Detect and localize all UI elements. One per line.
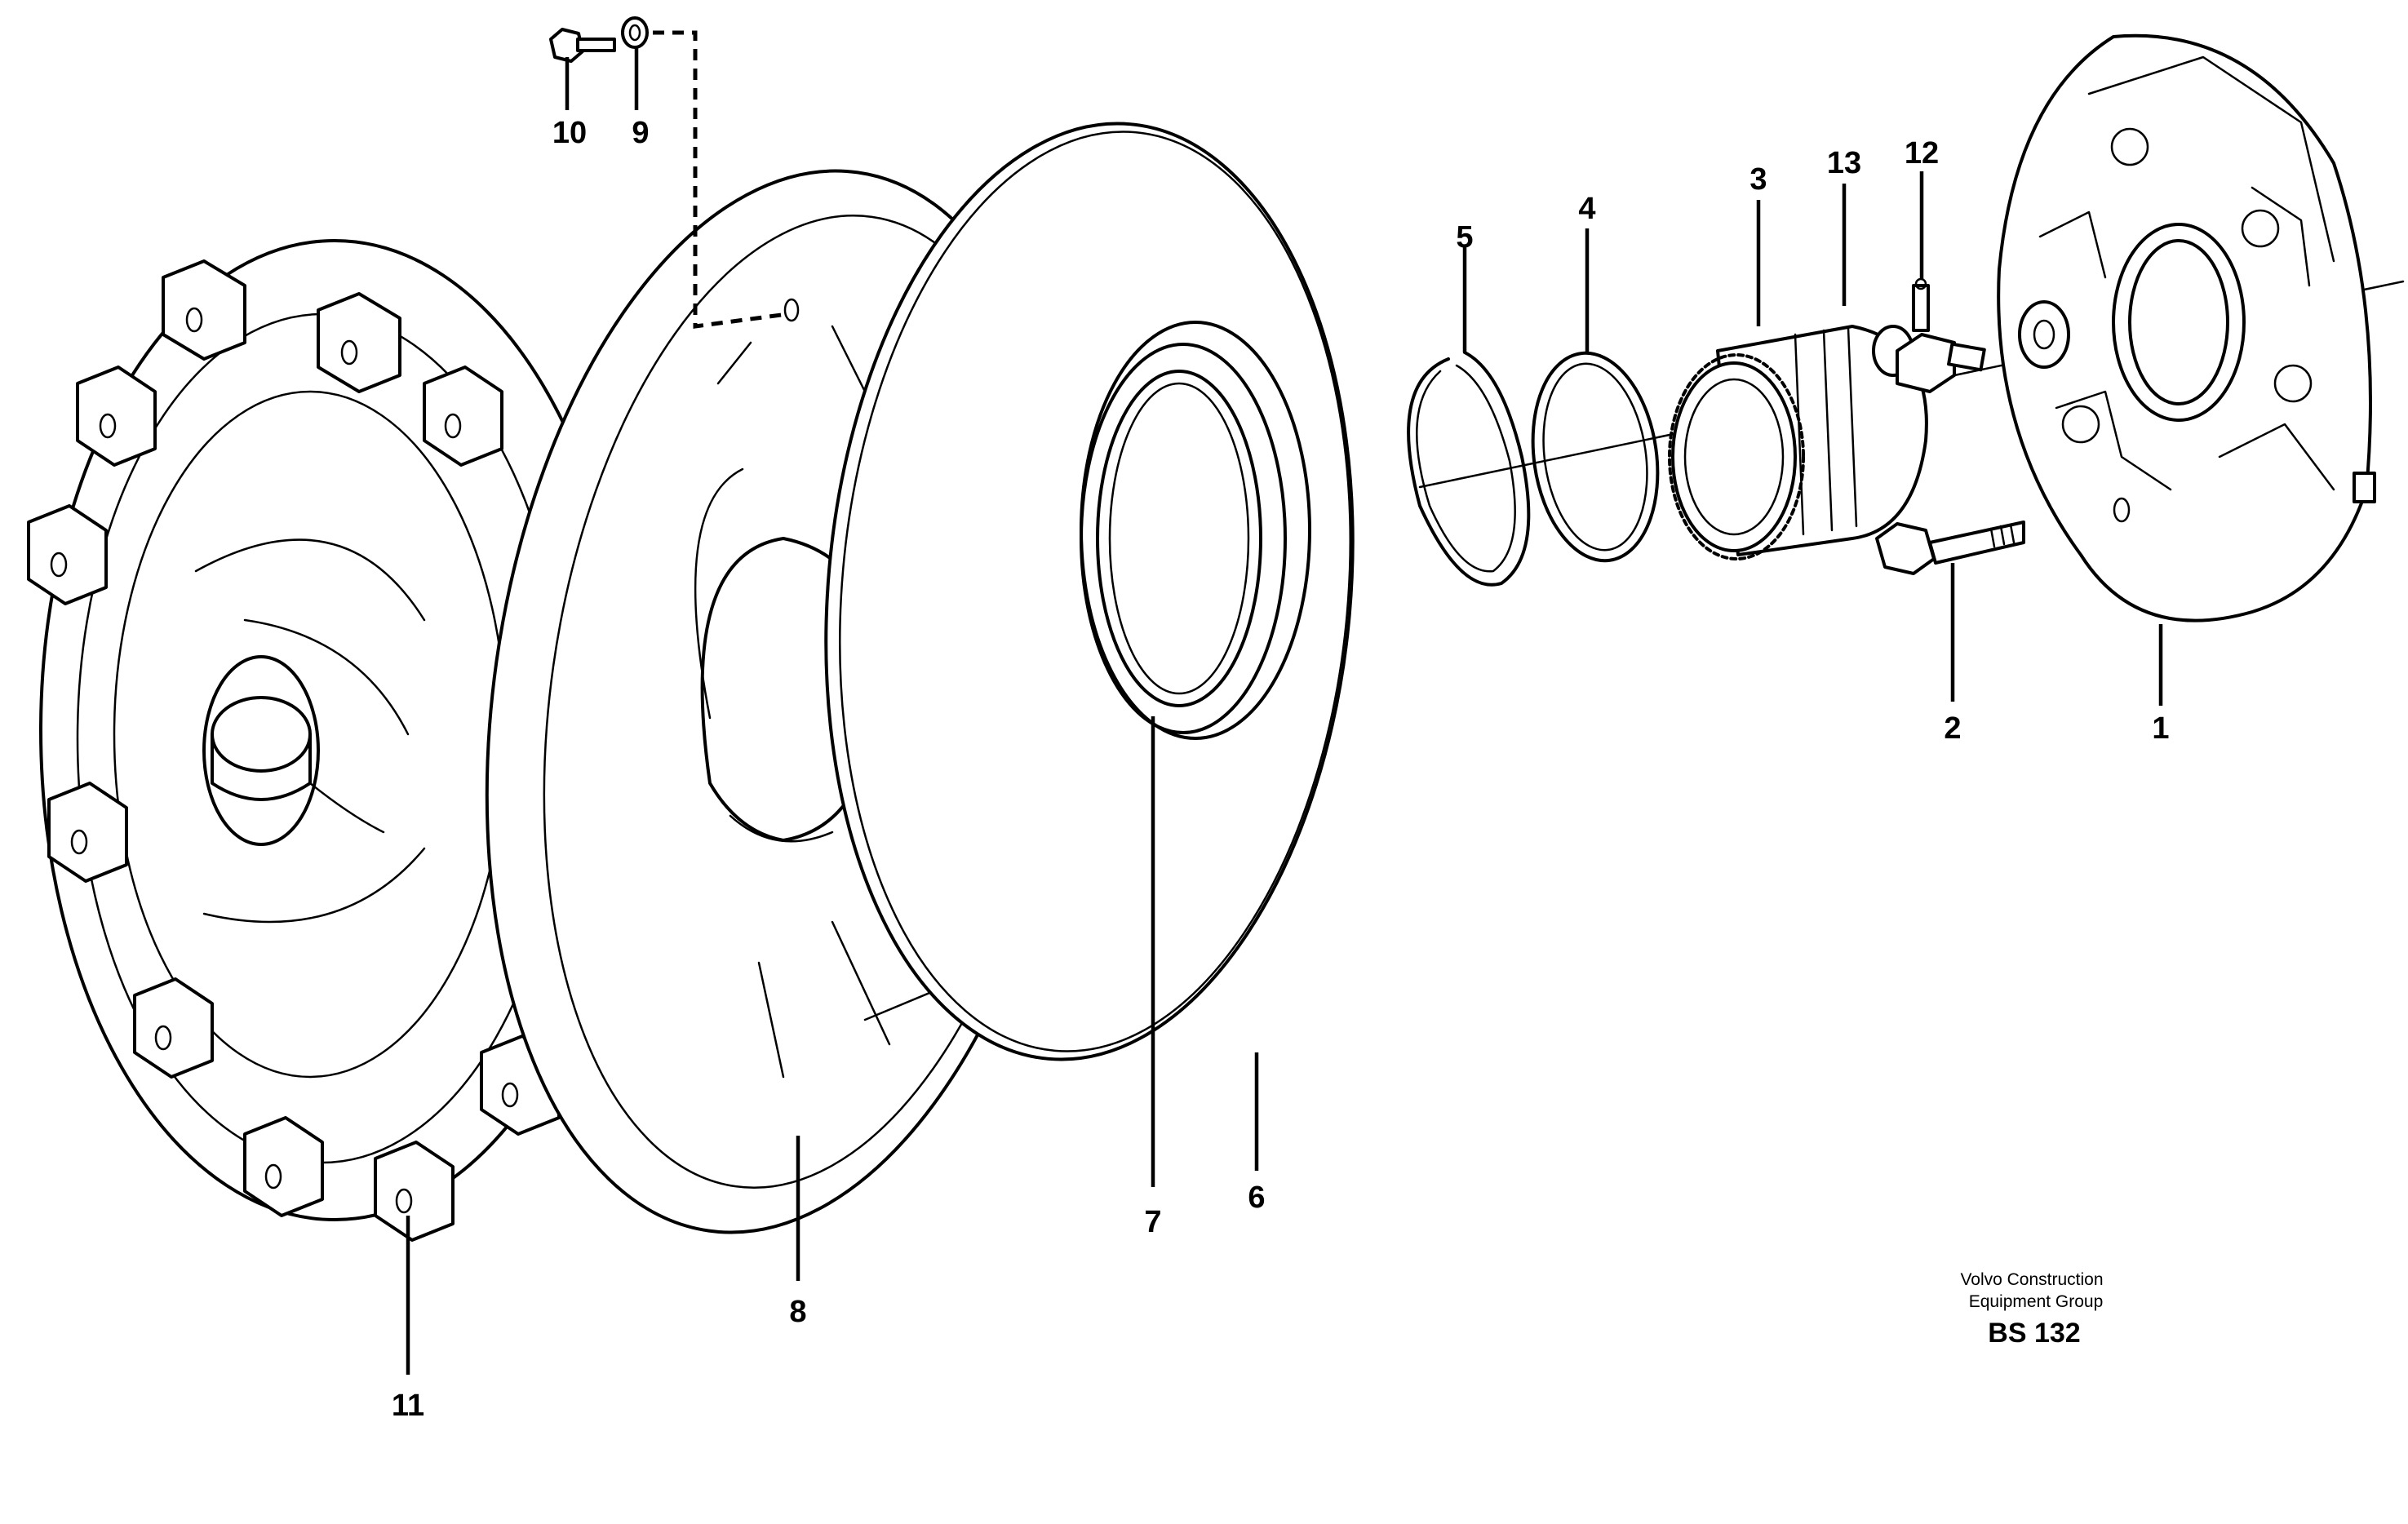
callout-3: 3 [1749,162,1767,197]
gear-sleeve [1668,325,1928,560]
callout-4: 4 [1578,192,1595,226]
callout-labels: 1 2 3 4 5 6 7 8 9 10 11 12 13 [392,116,2170,1423]
screw-and-washer [549,16,649,63]
assembly-dashline [653,30,788,329]
bolt-2 [1875,521,2025,575]
o-ring [1531,351,1660,563]
callout-10: 10 [552,116,587,150]
pump-cover [1997,33,2376,622]
credit-line-1: Volvo Construction [1960,1270,2103,1289]
figure-code: BS 132 [1988,1318,2080,1349]
callout-1: 1 [2152,711,2169,746]
leader-lines [406,47,2163,1375]
callout-12: 12 [1905,136,1939,171]
callout-9: 9 [632,116,649,150]
callout-5: 5 [1456,220,1473,255]
callout-6: 6 [1248,1181,1265,1215]
callout-2: 2 [1944,711,1961,746]
callout-8: 8 [789,1295,806,1329]
callout-13: 13 [1827,146,1861,180]
seal-ring [1080,321,1311,740]
sensor-plug [1896,277,1986,393]
credit-line-2: Equipment Group [1969,1292,2104,1311]
callout-7: 7 [1144,1205,1161,1239]
snap-ring [1407,351,1531,587]
callout-11: 11 [392,1389,424,1423]
credit-block: Volvo Construction Equipment Group BS 13… [1960,1270,2103,1349]
